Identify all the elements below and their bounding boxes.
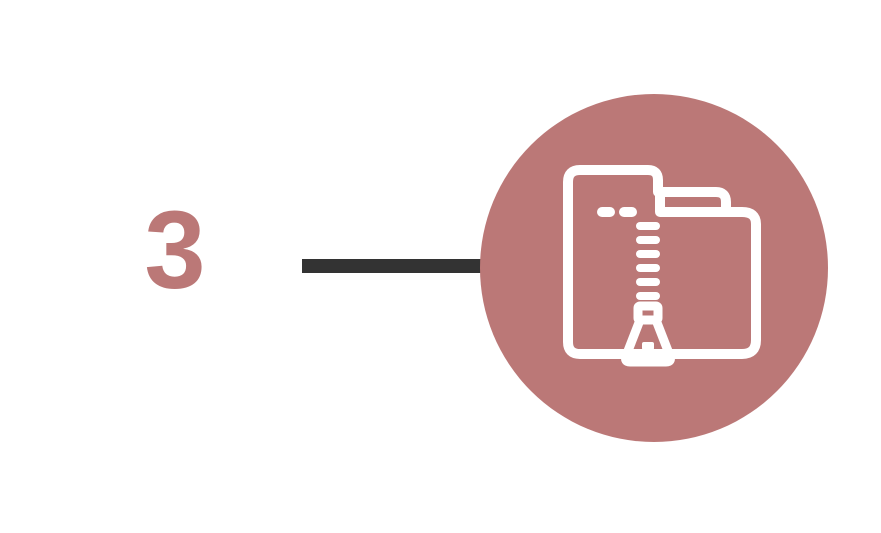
icon-badge: [480, 94, 828, 442]
step-number: 3: [144, 189, 206, 312]
zip-folder-icon: [563, 165, 761, 367]
connector-line: [302, 259, 492, 273]
